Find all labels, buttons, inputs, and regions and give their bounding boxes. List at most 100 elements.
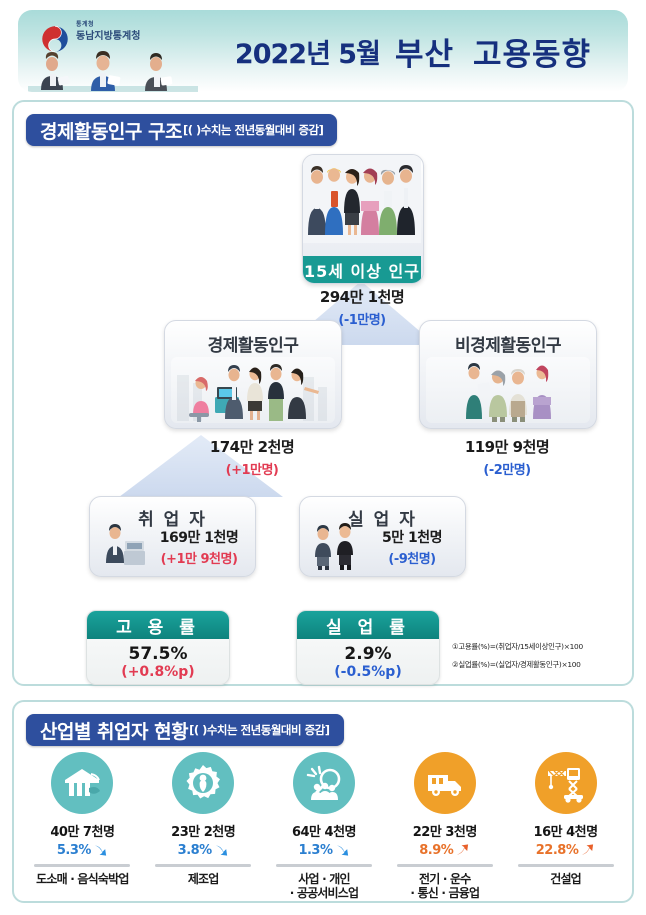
industry-change-text-5: 22.8% xyxy=(535,842,579,858)
people-search-icon xyxy=(306,765,341,800)
industry-change-1: 5.3% xyxy=(57,842,108,858)
industry-list: 40만 7천명 5.3% 도소매 · 음식숙박업 23만 2천명 xyxy=(22,752,626,900)
node-employed-value: 169만 1천명 xyxy=(159,530,239,546)
arrow-down-icon xyxy=(215,845,227,856)
industry-name-1: 도소매 · 음식숙박업 xyxy=(36,872,129,886)
node-unemployed-value: 5만 1천명 xyxy=(382,530,443,546)
arrow-down-icon xyxy=(94,845,107,856)
industry-change-text-1: 5.3% xyxy=(56,842,92,858)
rate-unemployment-delta: (-0.5%p) xyxy=(334,664,402,680)
industry-change-5: 22.8% xyxy=(536,842,596,858)
rate-unemployment-label: 실 업 률 xyxy=(297,611,439,639)
industry-item-business-personal-public[interactable]: 64만 4천명 1.3% 사업 · 개인· 공공서비스업 xyxy=(265,752,383,901)
industry-divider-3 xyxy=(275,864,372,867)
node-population-stats: 294만 1천명 (-1만명) xyxy=(272,286,452,328)
industry-change-text-3: 1.3% xyxy=(298,842,333,858)
rate-card-employment[interactable]: 고 용 률 57.5% (+0.8%p) xyxy=(86,610,230,685)
truck-icon xyxy=(427,775,461,796)
page-title: 2022년 5월 부산 고용동향 xyxy=(203,10,623,92)
arrow-up-icon xyxy=(582,844,594,855)
title-topic: 고용동향 xyxy=(472,36,592,73)
industry-item-retail-food[interactable]: 40만 7천명 5.3% 도소매 · 음식숙박업 xyxy=(23,752,141,886)
node-employed-illustration xyxy=(98,523,150,571)
industry-item-utilities-transport-finance[interactable]: 22만 3천명 8.9% 전기 · 운수· 통신 · 금융업 xyxy=(386,752,504,901)
office-worker-icon xyxy=(106,524,145,565)
industry-item-manufacturing[interactable]: 23만 2천명 3.8% 제조업 xyxy=(144,752,262,886)
agency-name-block: 통계청 동남지방통계청 xyxy=(76,21,141,42)
node-economically-active-stats: 174만 2천명 (+1만명) xyxy=(164,436,340,478)
node-unemployed-delta: (-9천명) xyxy=(388,552,436,567)
crowd-of-people-icon xyxy=(308,165,415,235)
section-title-structure: 경제활동인구 구조 xyxy=(40,120,182,143)
two-jobseekers-icon xyxy=(315,523,353,570)
node-non-economically-active-value: 119만 9천명 xyxy=(464,438,550,456)
node-economically-active[interactable]: 경제활동인구 xyxy=(164,320,342,429)
header-people-illustration xyxy=(28,51,198,92)
industry-divider-2 xyxy=(155,864,252,867)
rate-employment-value: 57.5% xyxy=(128,644,188,664)
node-economically-active-label: 경제활동인구 xyxy=(207,336,299,356)
footnote-unemployment-rate: ②실업률(%)=(실업자/경제활동인구)×100 xyxy=(452,660,581,670)
node-non-economically-active[interactable]: 비경제활동인구 xyxy=(419,320,597,429)
section-title-industry: 산업별 취업자 현황 xyxy=(40,720,189,743)
industry-name-3: 사업 · 개인· 공공서비스업 xyxy=(289,872,359,901)
section-note-structure: [( )수치는 전년동월대비 증감] xyxy=(182,123,324,137)
agency-org-name: 동남지방통계청 xyxy=(76,30,141,42)
section-header-industry: 산업별 취업자 현황 [( )수치는 전년동월대비 증감] xyxy=(26,714,344,746)
industry-icon-wrapper-4 xyxy=(413,752,476,814)
node-population-value: 294만 1천명 xyxy=(319,288,405,306)
footnote-employment-rate: ①고용률(%)=(취업자/15세이상인구)×100 xyxy=(452,642,583,651)
rate-card-unemployment[interactable]: 실 업 률 2.9% (-0.5%p) xyxy=(296,610,440,685)
industry-name-4: 전기 · 운수· 통신 · 금융업 xyxy=(410,872,480,901)
node-non-economically-active-illustration xyxy=(426,357,590,423)
panel-population-structure: 경제활동인구 구조 [( )수치는 전년동월대비 증감] xyxy=(12,100,634,686)
taegeuk-logo-icon xyxy=(42,25,68,53)
industry-value-2: 23만 2천명 xyxy=(171,825,236,840)
node-unemployed-illustration xyxy=(308,523,364,571)
industry-name-2: 제조업 xyxy=(187,872,220,886)
title-region: 부산 xyxy=(394,36,454,73)
node-employed[interactable]: 취 업 자 169만 1천명 (+1만 9천명) xyxy=(89,496,256,577)
industry-icon-wrapper-5 xyxy=(534,752,597,814)
node-non-economically-active-label: 비경제활동인구 xyxy=(455,336,561,356)
industry-item-construction[interactable]: 16만 4천명 22.8% 건설업 xyxy=(507,752,625,886)
industry-change-4: 8.9% xyxy=(419,842,470,858)
panel-industry-employment: 산업별 취업자 현황 [( )수치는 전년동월대비 증감] 40만 7천명 5.… xyxy=(12,700,634,903)
node-employed-label: 취 업 자 xyxy=(138,510,207,530)
population-pyramid-diagram: 15세 이상 인구 294만 1천명 (-1만명) 경제활동인구 xyxy=(14,148,632,685)
node-economically-active-value: 174만 2천명 xyxy=(209,438,295,456)
page-header: 통계청 동남지방통계청 xyxy=(18,10,628,92)
node-non-economically-active-stats: 119만 9천명 (-2만명) xyxy=(419,436,595,478)
agency-org-small: 통계청 xyxy=(76,21,95,28)
rate-employment-delta: (+0.8%p) xyxy=(121,664,195,680)
node-employed-stats: 169만 1천명 (+1만 9천명) xyxy=(148,527,250,567)
section-header-structure: 경제활동인구 구조 [( )수치는 전년동월대비 증감] xyxy=(26,114,338,146)
node-economically-active-delta: (+1만명) xyxy=(225,463,279,478)
crane-lift-icon xyxy=(547,768,583,803)
node-population[interactable]: 15세 이상 인구 xyxy=(302,154,424,284)
family-elderly-icon xyxy=(466,363,551,422)
rate-unemployment-value: 2.9% xyxy=(344,644,392,664)
node-unemployed-stats: 5만 1천명 (-9천명) xyxy=(362,527,462,567)
industry-divider-1 xyxy=(34,864,131,867)
node-population-label: 15세 이상 인구 xyxy=(303,256,421,283)
node-unemployed[interactable]: 실 업 자 5만 1천명 (-9천명) xyxy=(299,496,466,577)
industry-icon-wrapper-1 xyxy=(51,752,114,814)
industry-name-5: 건설업 xyxy=(550,872,582,886)
node-population-illustration xyxy=(303,155,421,243)
industry-value-5: 16만 4천명 xyxy=(533,825,599,840)
agency-logo: 통계청 동남지방통계청 xyxy=(24,14,199,92)
industry-value-3: 64만 4천명 xyxy=(291,825,357,840)
industry-divider-5 xyxy=(517,864,614,867)
node-non-economically-active-delta: (-2만명) xyxy=(483,463,531,478)
industry-value-1: 40만 7천명 xyxy=(50,825,115,840)
industry-change-text-2: 3.8% xyxy=(177,842,213,858)
section-note-industry: [( )수치는 전년동월대비 증감] xyxy=(189,723,330,737)
node-population-delta: (-1만명) xyxy=(338,313,386,328)
node-unemployed-label: 실 업 자 xyxy=(348,510,417,530)
formula-footnotes: ①고용률(%)=(취업자/15세이상인구)×100 ②실업률(%)=(실업자/경… xyxy=(452,642,630,679)
arrow-up-icon xyxy=(457,844,469,855)
industry-value-4: 22만 3천명 xyxy=(412,825,478,840)
arrow-down-icon xyxy=(336,845,348,856)
node-employed-delta: (+1만 9천명) xyxy=(160,552,238,567)
